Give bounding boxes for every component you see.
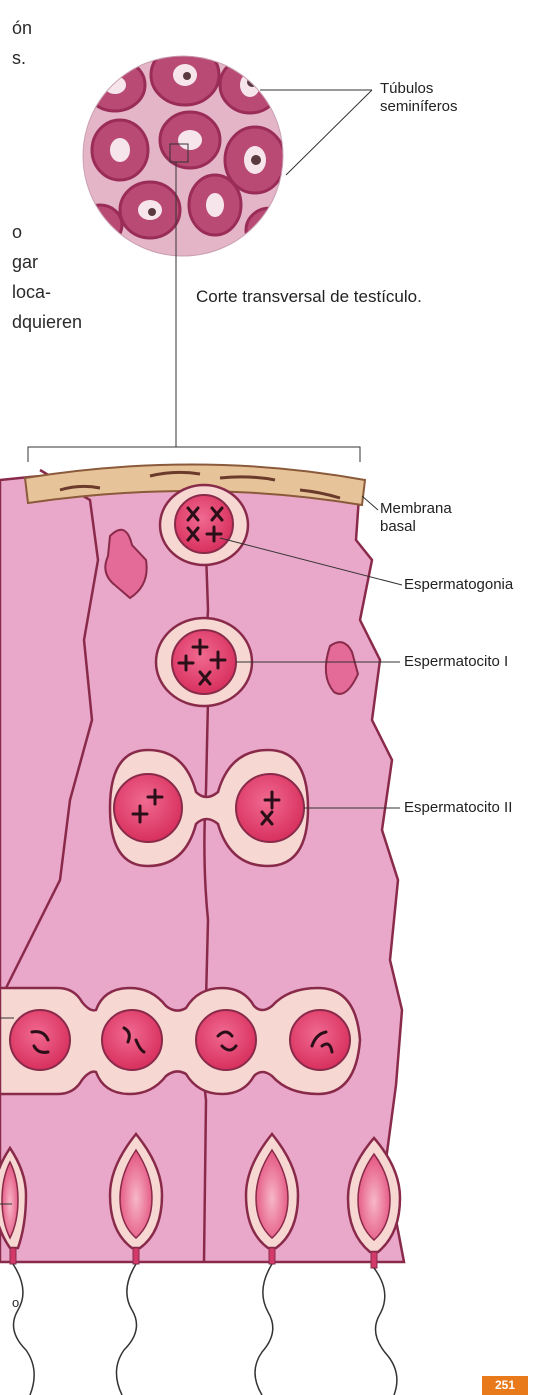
tubulos-label: Túbulos seminíferos [380,80,458,116]
espermatocito-1-label: Espermatocito I [404,653,508,671]
micrograph-caption: Corte transversal de testículo. [196,287,422,307]
testis-micrograph [78,45,294,264]
page-number: 251 [482,1376,528,1395]
membrana-basal-label: Membrana basal [380,500,452,536]
espermatocito-2-label: Espermatocito II [404,799,512,817]
espermatogonia-label: Espermatogonia [404,576,513,594]
espermatogonia-cell [160,485,248,565]
